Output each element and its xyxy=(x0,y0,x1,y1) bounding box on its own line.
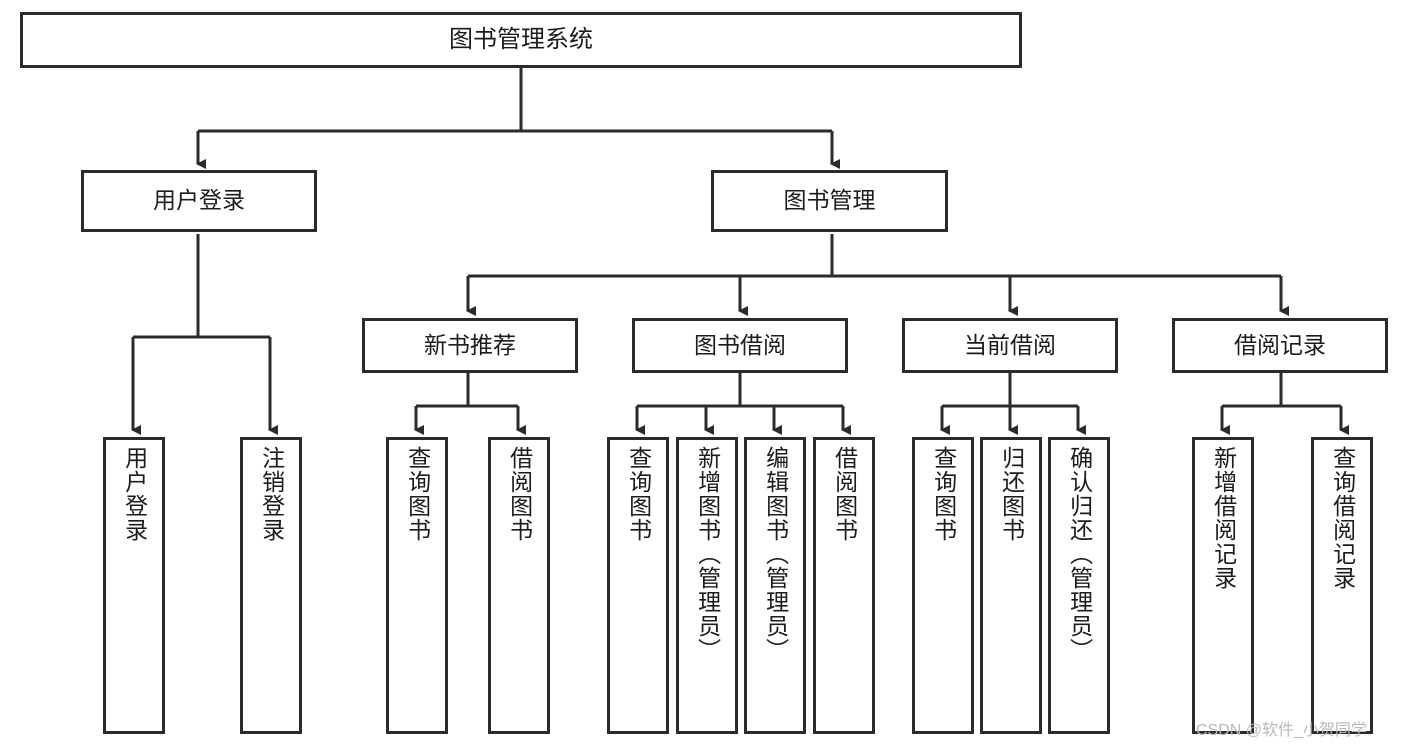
node-leaf-confirm-return-label: 确认归还（管理员） xyxy=(1066,446,1093,662)
node-leaf-confirm-return[interactable]: 确认归还（管理员） xyxy=(1048,437,1110,734)
node-book-manage-label: 图书管理 xyxy=(783,187,876,214)
node-leaf-return-book-label: 归还图书 xyxy=(998,446,1025,542)
node-root-label: 图书管理系统 xyxy=(449,25,593,53)
node-leaf-edit-book-label: 编辑图书（管理员） xyxy=(762,446,789,662)
node-leaf-query-book-3-label: 查询图书 xyxy=(930,446,957,542)
node-borrow-record-label: 借阅记录 xyxy=(1234,331,1326,358)
node-new-book-recommend[interactable]: 新书推荐 xyxy=(362,318,578,373)
node-book-borrow-label: 图书借阅 xyxy=(694,331,786,358)
node-leaf-borrow-book-1[interactable]: 借阅图书 xyxy=(488,437,550,734)
node-leaf-add-record-label: 新增借阅记录 xyxy=(1210,446,1237,590)
node-current-borrow-label: 当前借阅 xyxy=(964,331,1056,358)
node-leaf-edit-book[interactable]: 编辑图书（管理员） xyxy=(744,437,806,734)
node-leaf-query-book-3[interactable]: 查询图书 xyxy=(912,437,974,734)
node-leaf-add-book-label: 新增图书（管理员） xyxy=(694,446,721,662)
watermark: CSDN @软件_小贺同学 xyxy=(1196,722,1367,739)
node-leaf-borrow-book-2[interactable]: 借阅图书 xyxy=(813,437,875,734)
node-book-borrow[interactable]: 图书借阅 xyxy=(632,318,848,373)
node-leaf-add-record[interactable]: 新增借阅记录 xyxy=(1192,437,1254,734)
node-leaf-logout[interactable]: 注销登录 xyxy=(240,437,302,734)
node-leaf-query-record-label: 查询借阅记录 xyxy=(1329,446,1356,590)
node-current-borrow[interactable]: 当前借阅 xyxy=(902,318,1118,373)
node-leaf-return-book[interactable]: 归还图书 xyxy=(980,437,1042,734)
node-leaf-logout-label: 注销登录 xyxy=(258,446,285,542)
node-leaf-query-book-1[interactable]: 查询图书 xyxy=(386,437,448,734)
node-user-login[interactable]: 用户登录 xyxy=(81,170,317,232)
node-leaf-borrow-book-1-label: 借阅图书 xyxy=(506,446,533,542)
node-root[interactable]: 图书管理系统 xyxy=(20,12,1022,68)
node-book-manage[interactable]: 图书管理 xyxy=(711,170,948,232)
node-borrow-record[interactable]: 借阅记录 xyxy=(1172,318,1388,373)
node-leaf-query-record[interactable]: 查询借阅记录 xyxy=(1311,437,1373,734)
node-leaf-borrow-book-2-label: 借阅图书 xyxy=(831,446,858,542)
node-new-book-recommend-label: 新书推荐 xyxy=(424,331,516,358)
node-leaf-login[interactable]: 用户登录 xyxy=(103,437,165,734)
node-user-login-label: 用户登录 xyxy=(153,187,245,214)
node-leaf-query-book-1-label: 查询图书 xyxy=(404,446,431,542)
node-leaf-query-book-2-label: 查询图书 xyxy=(625,446,652,542)
node-leaf-query-book-2[interactable]: 查询图书 xyxy=(607,437,669,734)
node-leaf-add-book[interactable]: 新增图书（管理员） xyxy=(676,437,738,734)
node-leaf-login-label: 用户登录 xyxy=(121,446,148,542)
